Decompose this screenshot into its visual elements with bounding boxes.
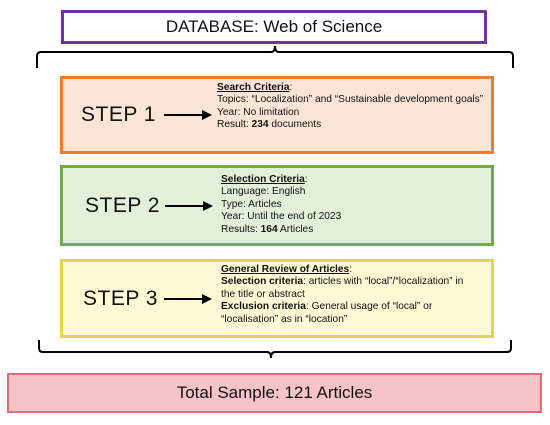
step-2-heading: Selection Criteria (221, 174, 305, 185)
step-1-arrow (164, 79, 212, 151)
step-3-selection-criteria: Selection criteria: articles with “local… (221, 276, 464, 288)
step-3-selection-criteria-cont: the title or abstract (221, 288, 305, 300)
step-1-topics: Topics: “Localization” and “Sustainable … (217, 94, 484, 106)
step-1-text: Search Criteria: Topics: “Localization” … (217, 82, 487, 132)
step-3-arrow (164, 262, 212, 335)
step-1-label: STEP 1 (81, 103, 156, 126)
step-2-type: Type: Articles (221, 198, 282, 210)
step-2-text: Selection Criteria: Language: English Ty… (221, 174, 487, 236)
total-sample-box: Total Sample: 121 Articles (7, 373, 542, 413)
step-1-heading: Search Criteria (217, 82, 290, 93)
step-3-label: STEP 3 (83, 286, 158, 310)
step-2-box: STEP 2 Selection Criteria: Language: Eng… (60, 165, 494, 246)
step-1-result: Result: 234 documents (217, 119, 322, 131)
step-2-results: Results: 164 Articles (221, 223, 314, 235)
step-3-text: General Review of Articles: Selection cr… (221, 264, 487, 326)
database-label: DATABASE: Web of Science (165, 17, 383, 36)
step-2-language: Language: English (221, 186, 306, 198)
step-1-year: Year: No limitation (217, 106, 300, 118)
step-3-exclusion-criteria-cont: “localisation” as in “location” (221, 313, 348, 325)
step-3-exclusion-criteria: Exclusion criteria: General usage of “lo… (221, 301, 433, 313)
step-2-arrow (165, 168, 213, 243)
step-1-box: STEP 1 Search Criteria: Topics: “Localiz… (60, 76, 494, 154)
total-sample-label: Total Sample: 121 Articles (176, 383, 373, 402)
database-box: DATABASE: Web of Science (61, 10, 487, 44)
step-3-heading: General Review of Articles (221, 264, 350, 275)
step-2-label: STEP 2 (85, 193, 160, 217)
step-2-year: Year: Until the end of 2023 (221, 211, 342, 223)
step-3-box: STEP 3 General Review of Articles: Selec… (60, 259, 494, 338)
